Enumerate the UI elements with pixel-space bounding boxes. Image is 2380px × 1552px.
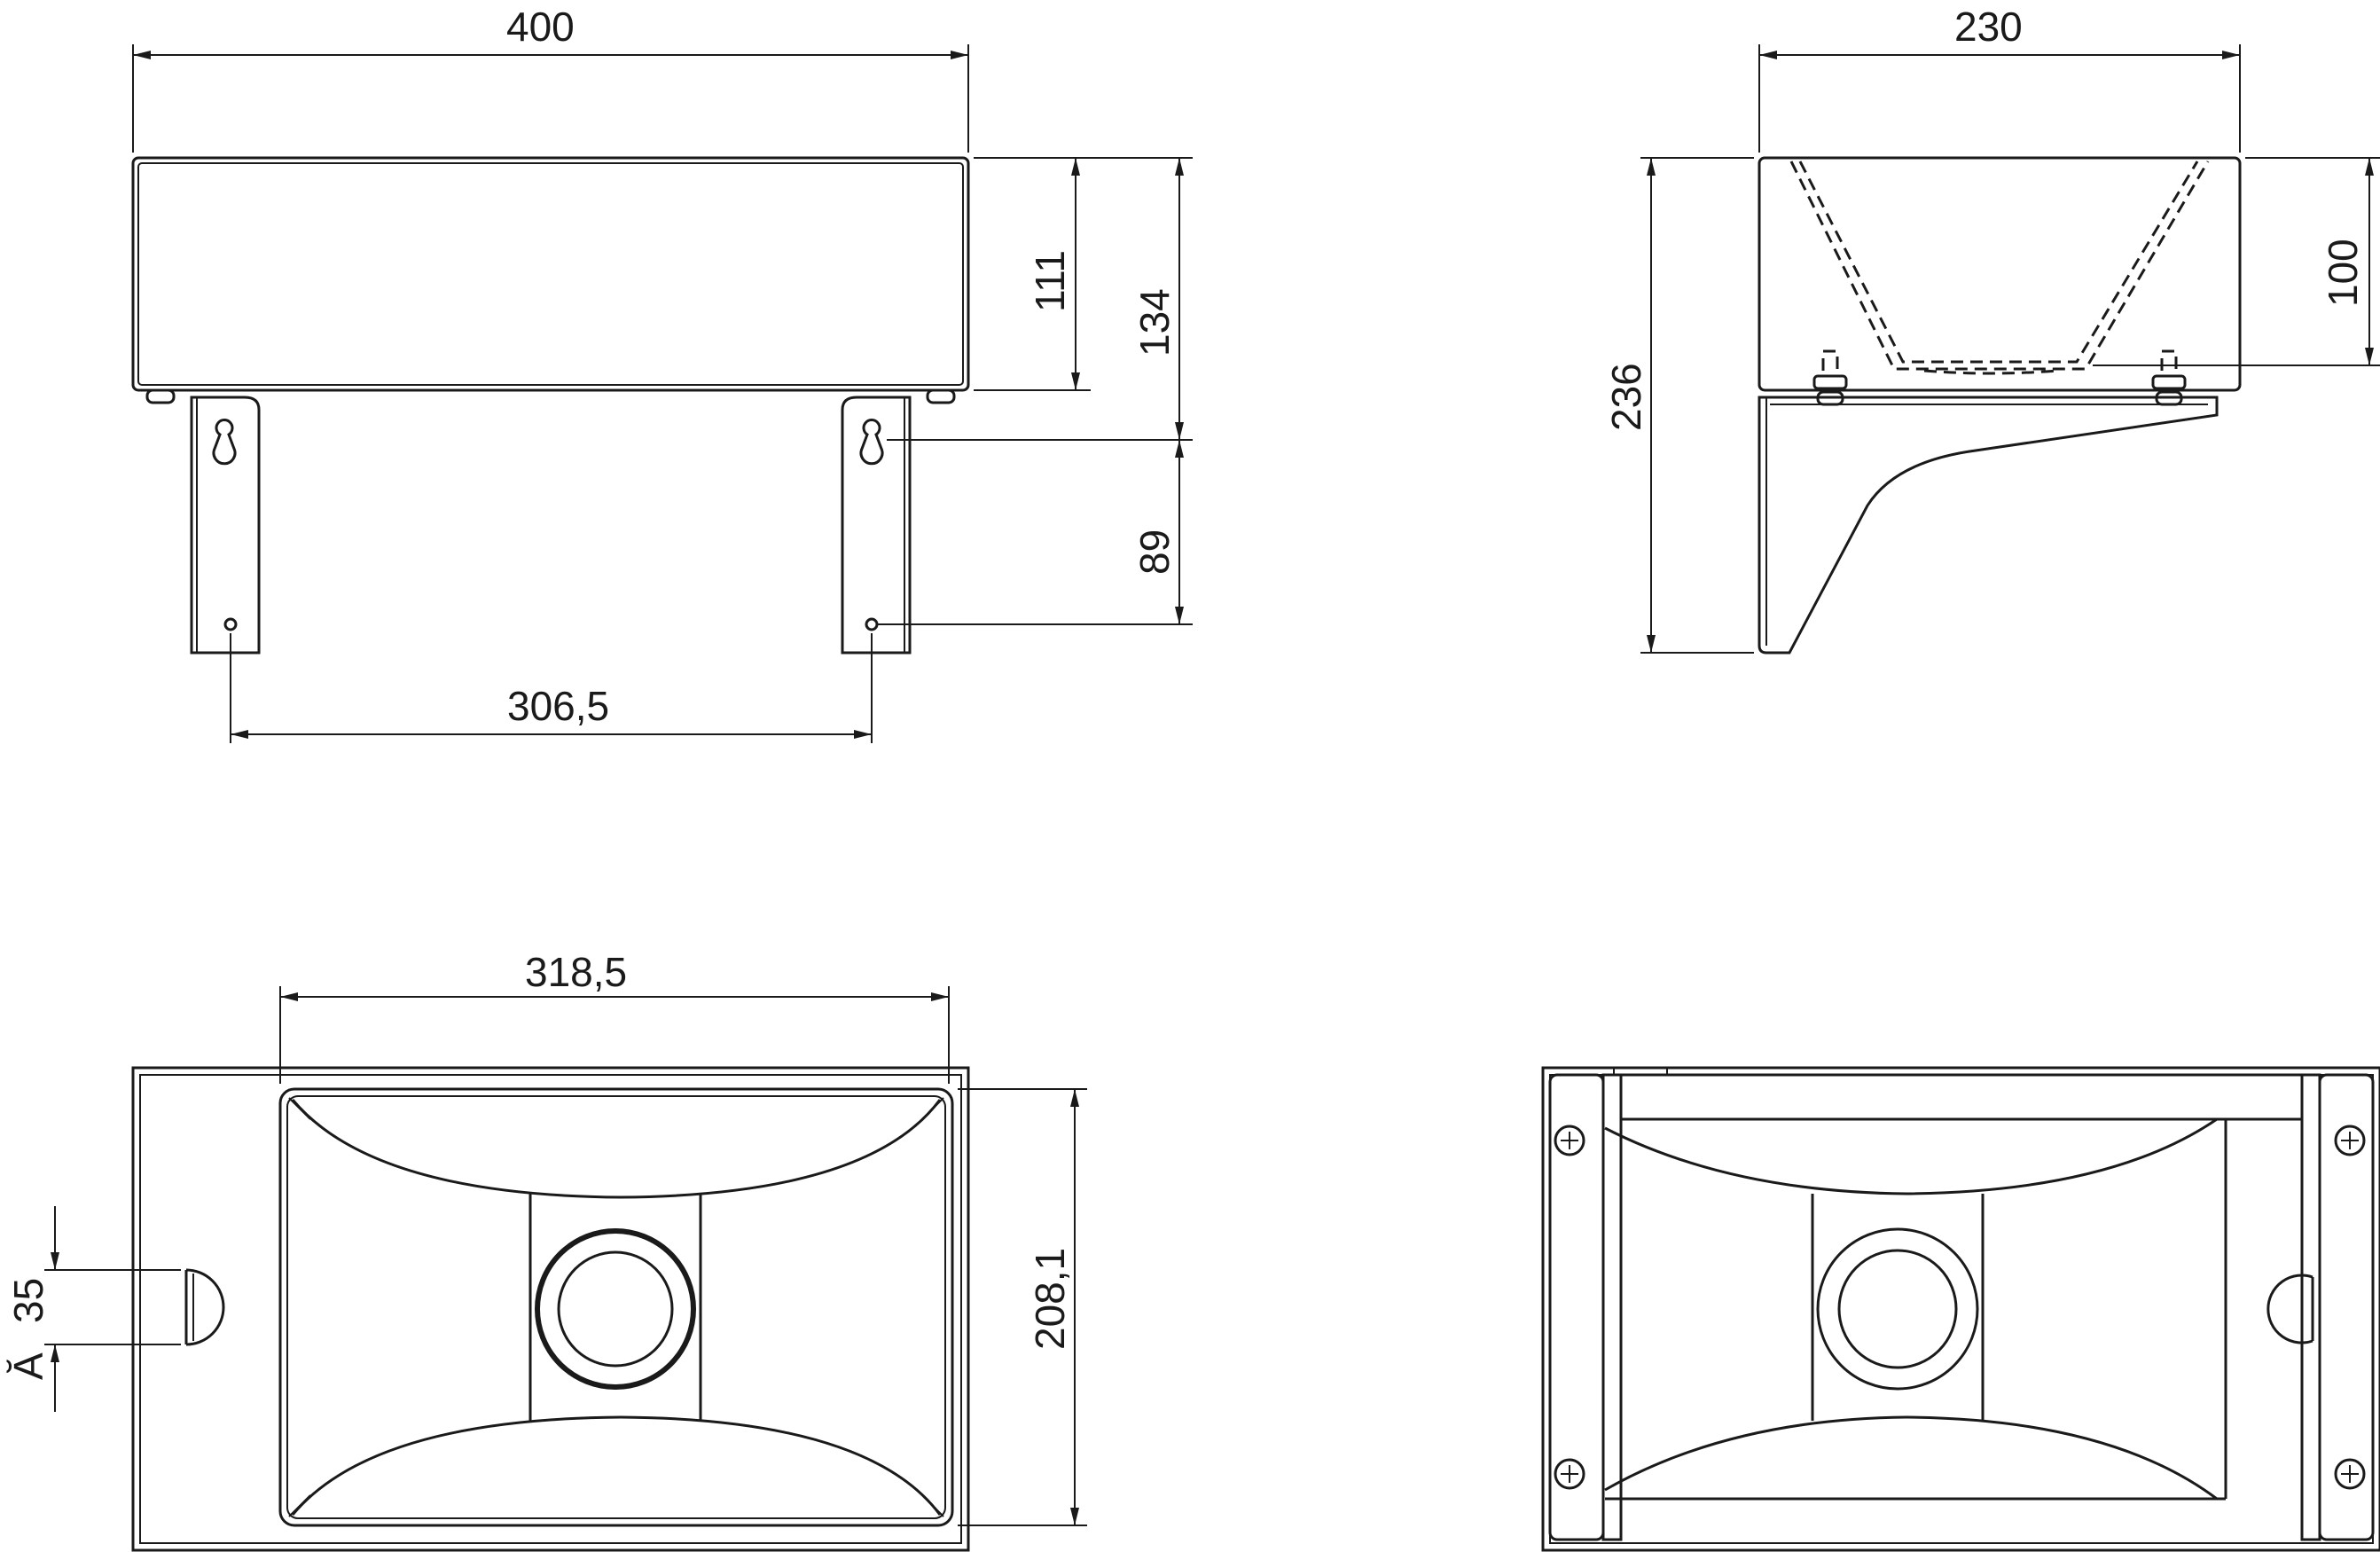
- screw-icon: [1554, 1125, 2366, 1490]
- side-bolt-right: [2151, 374, 2187, 390]
- front-foot-left: [145, 388, 176, 404]
- top-slope-front: [291, 1415, 942, 1516]
- dim-tap-hole: 35: [5, 1278, 51, 1323]
- drain-inner: [557, 1250, 674, 1368]
- side-bowl-hidden-inner: [1798, 161, 2199, 364]
- dim-total-height: 236: [1603, 363, 1649, 431]
- bottom-view: [1541, 1066, 2380, 1552]
- bottom-drain-outer: [1816, 1227, 1979, 1391]
- screw-hole-left: [223, 617, 238, 631]
- dim-depth: 230: [1954, 4, 2023, 50]
- bracket-left: [190, 396, 261, 655]
- bottom-slope-back: [1604, 1117, 2218, 1195]
- front-basin-inner-edge: [137, 162, 964, 386]
- side-bowl-hidden-outer: [1789, 161, 2210, 371]
- dim-hole-spacing-horizontal: 306,5: [507, 683, 609, 729]
- bottom-tap-hole: [2266, 1274, 2313, 1344]
- side-basin-body: [1758, 156, 2242, 392]
- top-view: 318,5 208,1 35 Ă: [5, 949, 1087, 1552]
- keyhole-left: [212, 419, 237, 466]
- bottom-drain-inner: [1837, 1249, 1958, 1369]
- dim-basin-width: 318,5: [525, 949, 627, 995]
- dim-tap-hole-symbol: Ă: [5, 1352, 51, 1380]
- screw-hole-right: [865, 617, 879, 631]
- top-outer-rim: [131, 1066, 970, 1552]
- front-basin-body: [131, 156, 970, 392]
- dim-width: 400: [506, 4, 575, 50]
- front-view: 400 111 134 89 306,5: [131, 4, 1193, 743]
- dim-basin-depth: 208,1: [1027, 1248, 1073, 1350]
- bottom-slope-front: [1604, 1415, 2218, 1501]
- bottom-outer-rim: [1541, 1066, 2380, 1552]
- dim-basin-height: 111: [1027, 250, 1073, 312]
- dim-basin-height-side: 100: [2320, 239, 2366, 307]
- drain-outer: [535, 1228, 696, 1390]
- top-basin-opening: [278, 1087, 954, 1527]
- dim-height-to-hole: 134: [1131, 288, 1178, 357]
- side-drain-hidden: [1923, 369, 2058, 375]
- side-bolt-left: [1812, 374, 1848, 390]
- side-view: 230 236 100: [1603, 4, 2380, 655]
- bracket-right: [841, 396, 912, 655]
- bottom-rail-back: [1619, 1073, 2304, 1121]
- bottom-bracket-right: [2318, 1073, 2375, 1541]
- tap-hole: [185, 1268, 225, 1346]
- top-slope-back: [291, 1099, 942, 1199]
- keyhole-right: [859, 419, 884, 466]
- bottom-bracket-left: [1548, 1073, 1605, 1541]
- front-foot-right: [926, 388, 956, 404]
- dim-hole-spacing-vertical: 89: [1131, 529, 1178, 575]
- side-bracket: [1758, 396, 2219, 655]
